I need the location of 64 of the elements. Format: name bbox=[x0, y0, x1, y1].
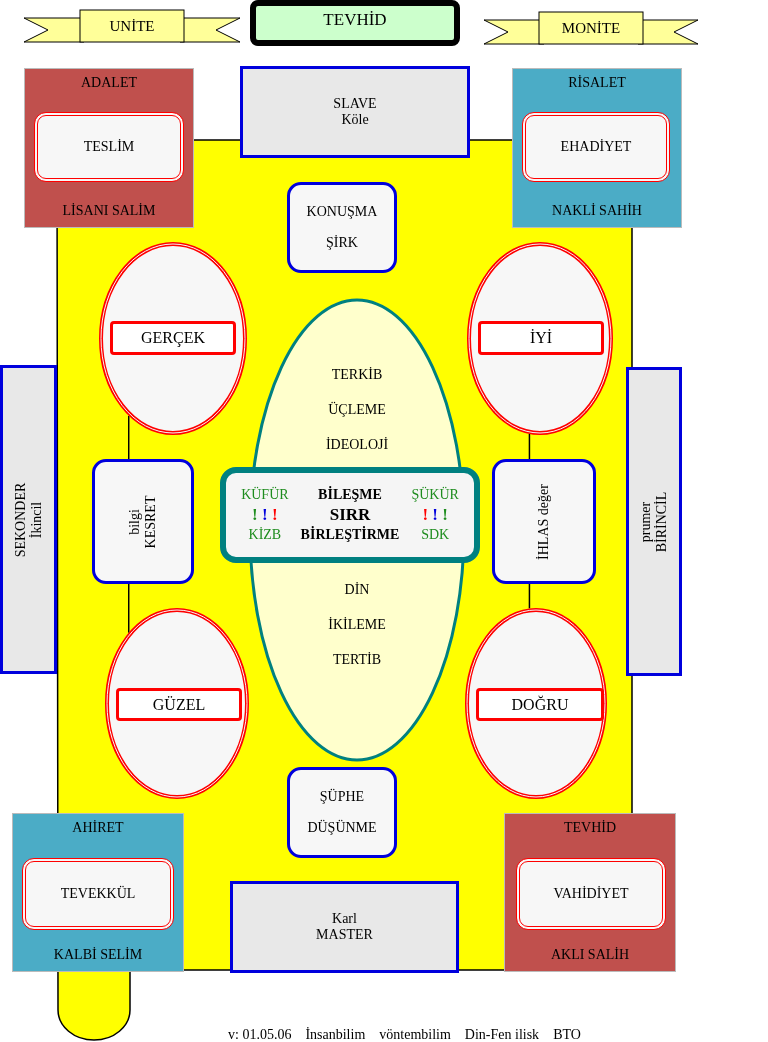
ribbon-label: UNİTE bbox=[108, 18, 156, 35]
connector-line bbox=[528, 433, 531, 460]
rounded-box: İHLAS değer bbox=[492, 459, 596, 584]
label-box: İYİ bbox=[478, 321, 604, 355]
panel-label: AKLI SALİH bbox=[550, 947, 630, 963]
exclamation-marks: ! ! ! bbox=[251, 505, 279, 525]
ellipse-label: İDEOLOJİ bbox=[324, 437, 390, 453]
label-box: GÜZEL bbox=[116, 688, 242, 721]
rounded-box bbox=[287, 767, 397, 858]
connector-line bbox=[528, 583, 531, 610]
ellipse-label: TERKİB bbox=[330, 367, 384, 383]
ellipse bbox=[466, 241, 614, 436]
colored-panel bbox=[512, 68, 682, 228]
label-box: DOĞRU bbox=[476, 688, 604, 721]
rounded-box: VAHİDİYET bbox=[516, 858, 666, 930]
box-label: KİZB bbox=[247, 526, 283, 544]
colored-panel bbox=[24, 68, 194, 228]
rectangle-box: prumer BİRİNCİL bbox=[626, 367, 682, 676]
box-label: SIRR bbox=[328, 505, 372, 525]
ellipse bbox=[464, 607, 608, 800]
box-label: ŞÜKÜR bbox=[411, 486, 459, 504]
title-box: TEVHİD bbox=[250, 0, 460, 46]
colored-panel bbox=[12, 813, 184, 972]
box-label: ŞÜPHE bbox=[319, 789, 365, 806]
rectangle-box: SEKONDER İkincil bbox=[0, 365, 57, 674]
panel-label: NAKLİ SAHİH bbox=[552, 203, 642, 219]
footer-text: v: 01.05.06 bbox=[228, 1027, 292, 1042]
connector-line bbox=[127, 415, 130, 460]
ellipse bbox=[104, 607, 250, 800]
footer-text: vöntembilim bbox=[379, 1027, 451, 1042]
panel-label: AHİRET bbox=[72, 820, 124, 836]
connector-line bbox=[127, 583, 130, 634]
ellipse-label: ÜÇLEME bbox=[327, 402, 387, 418]
box-label: KÜFÜR bbox=[241, 486, 289, 504]
panel-label: RİSALET bbox=[568, 75, 626, 91]
rounded-box: bilgi KESRET bbox=[92, 459, 194, 584]
box-label: KONUŞMA bbox=[306, 204, 378, 221]
panel-label: ADALET bbox=[81, 75, 137, 91]
rounded-box: TEVEKKÜL bbox=[22, 858, 174, 930]
exclamation-marks: ! ! ! bbox=[421, 505, 449, 525]
rounded-box bbox=[220, 467, 480, 563]
rounded-box: TESLİM bbox=[34, 112, 184, 182]
box-label: DÜŞÜNME bbox=[307, 819, 377, 836]
box-label: BİLEŞME bbox=[317, 485, 383, 504]
ellipse bbox=[98, 241, 248, 436]
footer-text: Din-Fen ilisk bbox=[464, 1027, 540, 1042]
footer-text: BTO bbox=[553, 1027, 581, 1042]
label-box: GERÇEK bbox=[110, 321, 236, 355]
ribbon-label: MONİTE bbox=[560, 20, 622, 37]
panel-label: LİSANI SALİM bbox=[62, 203, 156, 219]
box-label: ŞİRK bbox=[326, 234, 358, 251]
rounded-box: EHADİYET bbox=[522, 112, 670, 182]
ellipse-label: TERTİB bbox=[331, 652, 383, 668]
panel-label: KALBİ SELİM bbox=[53, 947, 143, 963]
colored-panel bbox=[504, 813, 676, 972]
rounded-box bbox=[287, 182, 397, 273]
panel-label: TEVHİD bbox=[563, 820, 617, 836]
footer-text: İnsanbilim bbox=[305, 1027, 366, 1042]
box-label: SDK bbox=[420, 526, 451, 544]
ellipse-label: İKİLEME bbox=[327, 617, 387, 633]
ellipse-label: DİN bbox=[343, 582, 371, 598]
rectangle-box: Karl MASTER bbox=[230, 881, 459, 973]
box-label: BİRLEŞTİRME bbox=[300, 525, 400, 544]
rectangle-box: SLAVE Köle bbox=[240, 66, 470, 158]
